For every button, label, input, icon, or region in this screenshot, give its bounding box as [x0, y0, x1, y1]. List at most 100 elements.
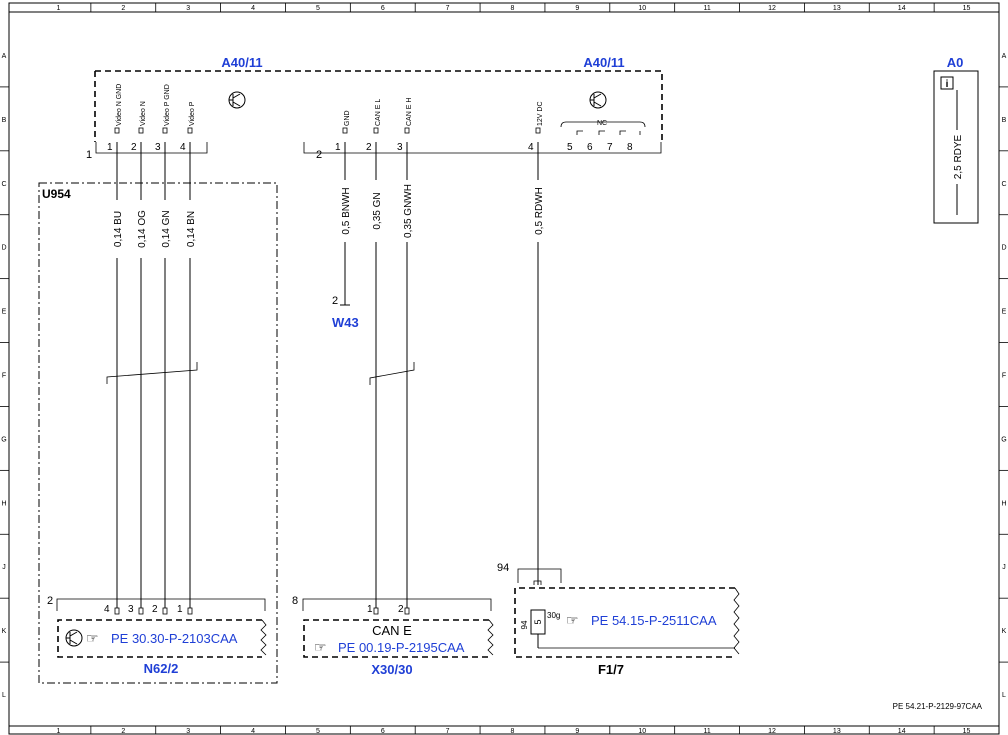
f17-label: F1/7	[598, 662, 624, 677]
column-label: 11	[703, 5, 710, 12]
f17-ref-link[interactable]: PE 54.15-P-2511CAA	[591, 613, 717, 628]
pin-number: 1	[177, 604, 183, 615]
column-label: 13	[833, 728, 841, 735]
row-label: C	[1001, 181, 1006, 188]
row-label: J	[1002, 564, 1006, 571]
f17-terminal: 30g	[547, 611, 560, 620]
pin-number: 3	[128, 604, 134, 615]
row-label: L	[2, 692, 6, 699]
row-label: C	[1, 181, 6, 188]
pin-icon	[404, 127, 410, 134]
pin-signal: CAN E L	[375, 99, 382, 126]
wire-label: 0,35 GN	[372, 192, 383, 229]
hand-pointer-icon: ☞	[86, 630, 99, 646]
column-label: 7	[446, 5, 450, 12]
column-label: 1	[56, 5, 60, 12]
n622-box	[57, 619, 262, 658]
pin-signal: CAN E H	[406, 98, 413, 126]
pin-number: 1	[367, 604, 373, 615]
a0-box	[933, 70, 979, 224]
f17-conn-number: 94	[497, 562, 509, 574]
a0-wire-label: 2,5 RDYE	[953, 134, 964, 179]
row-label: E	[1002, 309, 1007, 316]
f17-bracket	[517, 568, 562, 583]
pin-icon	[162, 127, 168, 134]
column-label: 2	[121, 728, 125, 735]
row-label: L	[1002, 692, 1006, 699]
pin-number: 1	[335, 142, 341, 153]
column-label: 4	[251, 5, 255, 12]
column-label: 3	[186, 5, 190, 12]
wire-label-mask	[158, 200, 172, 258]
nc-label: NC	[597, 120, 607, 127]
n622-ref-link[interactable]: PE 30.30-P-2103CAA	[111, 631, 238, 646]
transistor-icon	[65, 629, 83, 647]
column-label: 9	[575, 728, 579, 735]
pin-number: 2	[131, 142, 137, 153]
pin-number: 3	[397, 142, 403, 153]
wire-label: 0,35 GNWH	[403, 184, 414, 238]
row-label: A	[2, 53, 7, 60]
x3030-ref-link[interactable]: PE 00.19-P-2195CAA	[338, 640, 465, 655]
row-label: G	[1001, 436, 1006, 443]
column-label: 6	[381, 5, 385, 12]
row-label: J	[2, 564, 6, 571]
wire-label: 0,14 OG	[137, 210, 148, 248]
column-label: 10	[638, 5, 646, 12]
frame-border	[8, 11, 1000, 727]
row-label: B	[2, 117, 7, 124]
pin-number: 6	[587, 142, 593, 153]
hand-pointer-icon: ☞	[314, 639, 327, 655]
pin-icon	[114, 607, 120, 615]
row-label: D	[1, 245, 6, 252]
fuse-value: 5	[533, 619, 543, 624]
row-label: E	[2, 309, 7, 316]
column-label: 5	[316, 728, 320, 735]
pin-icon	[373, 127, 379, 134]
n622-conn-number: 2	[47, 595, 53, 607]
row-label: K	[1002, 628, 1007, 635]
a4011-title-left: A40/11	[221, 55, 262, 70]
column-label: 6	[381, 728, 385, 735]
row-label: F	[1002, 373, 1006, 380]
nc-pins	[576, 130, 641, 135]
connector-2-wire-labels: 0,5 BNWH 0,35 GN 0,35 GNWH 0,5 RDWH	[338, 180, 545, 242]
wire-label-mask	[338, 180, 352, 242]
transistor-icon	[589, 91, 607, 109]
pin-signal: GND	[344, 110, 351, 126]
pin-signal: 12V DC	[537, 101, 544, 126]
w43-label: W43	[332, 315, 359, 330]
column-label: 7	[446, 728, 450, 735]
x3030-conn-number: 8	[292, 595, 298, 607]
row-label: F	[2, 373, 6, 380]
pin-icon	[404, 607, 410, 615]
wire-label-mask	[134, 200, 148, 258]
u954-label: U954	[42, 187, 71, 201]
pin-number: 4	[180, 142, 186, 153]
pin-number: 2	[366, 142, 372, 153]
pin-icon	[373, 607, 379, 615]
x3030-bracket	[302, 598, 492, 611]
row-label: H	[1001, 500, 1006, 507]
column-label: 5	[316, 5, 320, 12]
pin-icon	[114, 127, 120, 134]
column-label: 1	[56, 728, 60, 735]
wire-label: 0,5 BNWH	[341, 187, 352, 234]
x3030-break	[487, 619, 494, 656]
column-label: 9	[575, 5, 579, 12]
pin-icon	[187, 127, 193, 134]
pin-signal: Video N GND	[116, 84, 123, 126]
column-label: 2	[121, 5, 125, 12]
wire-label: 0,14 GN	[161, 210, 172, 247]
pin-icon	[342, 127, 348, 134]
column-label: 12	[768, 5, 776, 12]
pin-icon	[162, 607, 168, 615]
fuse-number: 94	[520, 620, 529, 629]
wire-label: 0,14 BU	[113, 211, 124, 247]
x3030-name: CAN E	[372, 623, 412, 638]
wire-label: 0,5 RDWH	[534, 187, 545, 235]
